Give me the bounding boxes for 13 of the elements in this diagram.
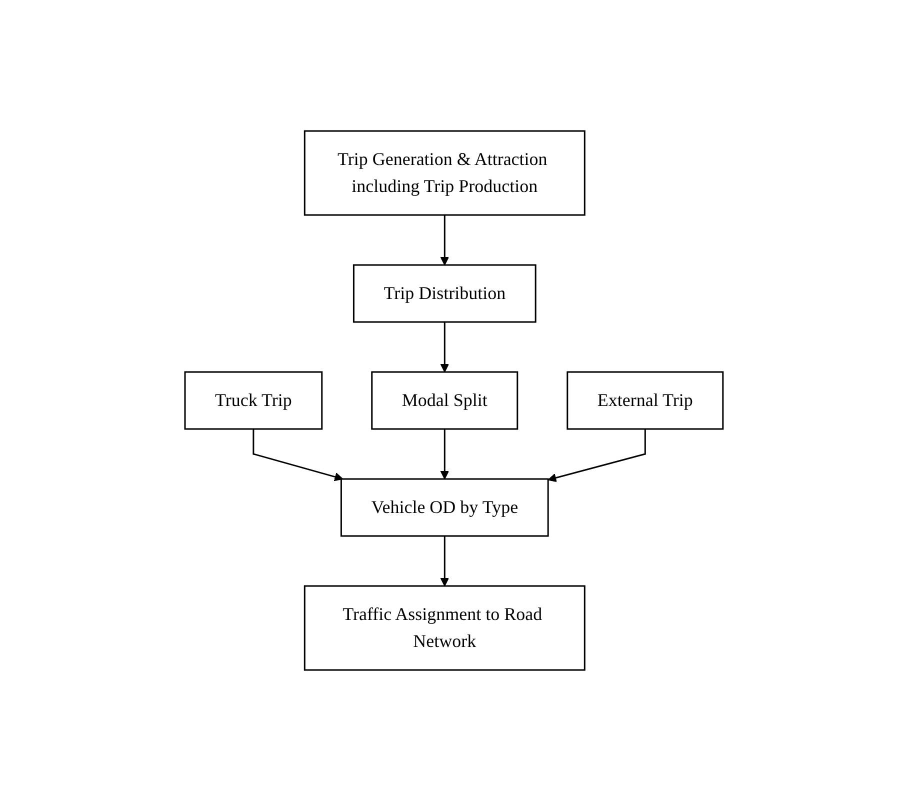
node-box: External Trip xyxy=(566,370,724,430)
arrow xyxy=(252,428,344,481)
node-box: Trip Distribution xyxy=(353,264,536,322)
arrow xyxy=(440,536,450,586)
arrow xyxy=(548,428,646,482)
arrow xyxy=(440,428,450,479)
arrow xyxy=(440,322,450,372)
node-box: Trip Generation & Attraction including Trip Production xyxy=(304,130,586,216)
node-box: Modal Split xyxy=(371,370,518,430)
node-box: Traffic Assignment to Road Network xyxy=(304,584,586,670)
node-box: Truck Trip xyxy=(184,370,323,430)
arrow xyxy=(440,214,450,265)
node-box: Vehicle OD by Type xyxy=(340,478,549,536)
